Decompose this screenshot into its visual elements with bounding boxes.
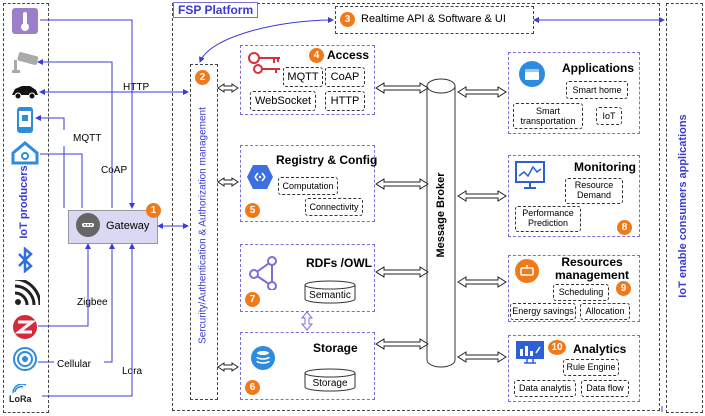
security-access-arrow — [217, 83, 239, 93]
semantic-label: Semantic — [309, 290, 351, 301]
broker-analytics-arrow — [457, 351, 507, 363]
realtime-label: Realtime API & Software & UI — [361, 13, 506, 25]
resources-item-tag: Scheduling — [553, 284, 609, 301]
registry-item-tag: Computation — [278, 177, 338, 195]
storage-number-badge: 6 — [245, 380, 260, 395]
registry-hexagon-icon — [246, 163, 274, 196]
broker-apps-arrow — [457, 86, 507, 98]
gateway-icon — [76, 213, 100, 237]
registry-broker-arrow — [375, 178, 429, 190]
analytics-title: Analytics — [573, 342, 627, 356]
broker-monitoring-arrow — [457, 190, 507, 202]
access-protocol-tag: CoAP — [325, 67, 365, 87]
phone-mqtt-link — [36, 118, 65, 208]
security-storage-arrow — [217, 362, 239, 372]
thermo-link — [40, 19, 135, 209]
rss-signal-icon — [12, 277, 42, 313]
rdf-broker-arrow — [375, 266, 429, 278]
consumers-panel — [666, 3, 703, 413]
lora-logo-text: LoRa — [9, 394, 32, 404]
link-label-cellular: Cellular — [57, 359, 91, 370]
message-broker-cylinder[interactable] — [426, 78, 456, 368]
resources-module[interactable] — [508, 255, 640, 322]
registry-item-tag: Connectivity — [305, 198, 363, 216]
storage-title: Storage — [313, 341, 358, 355]
monitoring-item-tag: Performance Prediction — [515, 206, 581, 232]
storage-broker-arrow — [375, 338, 429, 350]
rdf-storage-arrow — [300, 311, 314, 331]
smartphone-icon — [16, 106, 34, 139]
application-item-tag: Smart transportation — [513, 103, 583, 129]
semantic-cylinder — [304, 280, 356, 304]
gateway-number-badge: 1 — [146, 203, 161, 218]
monitoring-title: Monitoring — [574, 160, 636, 174]
resources-item-tag: Allocation — [580, 303, 630, 320]
bluetooth-icon — [16, 246, 34, 278]
rdf-module[interactable] — [240, 244, 375, 312]
monitoring-module[interactable] — [508, 155, 640, 237]
thermometer-icon — [12, 8, 38, 34]
resources-number-badge: 9 — [616, 281, 631, 296]
broker-resources-arrow — [457, 276, 507, 288]
monitoring-number-badge: 8 — [617, 220, 632, 235]
analytics-item-tag: Rule Engine — [563, 359, 619, 376]
analytics-item-tag: Data flow — [581, 380, 629, 397]
app-window-icon — [518, 60, 546, 93]
car-icon — [10, 84, 40, 105]
cellular-tower-icon — [12, 346, 38, 377]
resources-icon — [514, 258, 540, 289]
resources-title: Resources management — [555, 255, 630, 283]
applications-title: Applications — [562, 61, 635, 75]
access-protocol-tag: MQTT — [283, 67, 323, 87]
rdf-number-badge: 7 — [245, 292, 260, 307]
zigbee-link — [38, 243, 91, 327]
monitoring-item-tag: Resource Demand — [565, 178, 623, 204]
storage-module[interactable] — [240, 332, 375, 400]
access-protocol-tag: WebSocket — [250, 91, 316, 111]
fsp-platform-panel — [172, 3, 660, 411]
access-title: Access — [327, 48, 370, 62]
home-coap-link — [40, 153, 83, 208]
realtime-number-badge: 3 — [340, 12, 355, 27]
access-protocol-tag: HTTP — [325, 91, 365, 111]
applications-module[interactable] — [508, 52, 640, 134]
security-realtime-link — [199, 17, 334, 63]
analytics-module[interactable] — [508, 335, 640, 402]
application-item-tag: IoT — [596, 107, 622, 125]
producers-panel — [3, 3, 49, 413]
storage-cylinder — [304, 368, 356, 392]
analytics-dashboard-icon — [514, 339, 546, 370]
monitoring-chart-icon — [514, 160, 546, 195]
camera-link — [37, 59, 113, 208]
storage-label: Storage — [312, 378, 348, 389]
link-label-mqtt: MQTT — [73, 133, 102, 144]
gateway-label: Gateway — [106, 220, 150, 232]
lora-logo: LoRa — [9, 383, 41, 406]
smart-home-icon — [11, 141, 39, 170]
security-registry-arrow — [217, 177, 239, 187]
registry-title: Registry & Config — [276, 153, 378, 167]
cctv-camera-icon — [10, 50, 40, 79]
security-bar — [190, 64, 218, 400]
analytics-number-badge: 10 — [548, 340, 566, 355]
access-broker-arrow — [375, 82, 429, 94]
zigbee-icon — [12, 314, 38, 345]
platform-title: FSP Platform — [173, 2, 259, 18]
resources-item-tag: Energy savings — [510, 303, 576, 320]
rdf-title: RDFs /OWL — [306, 256, 372, 270]
link-label-zigbee: Zigbee — [77, 297, 108, 308]
security-number-badge: 2 — [195, 70, 210, 85]
graph-network-icon — [248, 256, 282, 295]
analytics-item-tag: Data analytis — [514, 380, 576, 397]
database-icon — [250, 345, 276, 376]
link-label-http: HTTP — [123, 82, 150, 93]
registry-module[interactable] — [240, 145, 375, 222]
cellular-link — [38, 244, 112, 363]
application-item-tag: Smart home — [566, 81, 628, 99]
lora-link — [42, 243, 135, 397]
registry-number-badge: 5 — [245, 203, 260, 218]
link-label-coap: CoAP — [101, 165, 128, 176]
